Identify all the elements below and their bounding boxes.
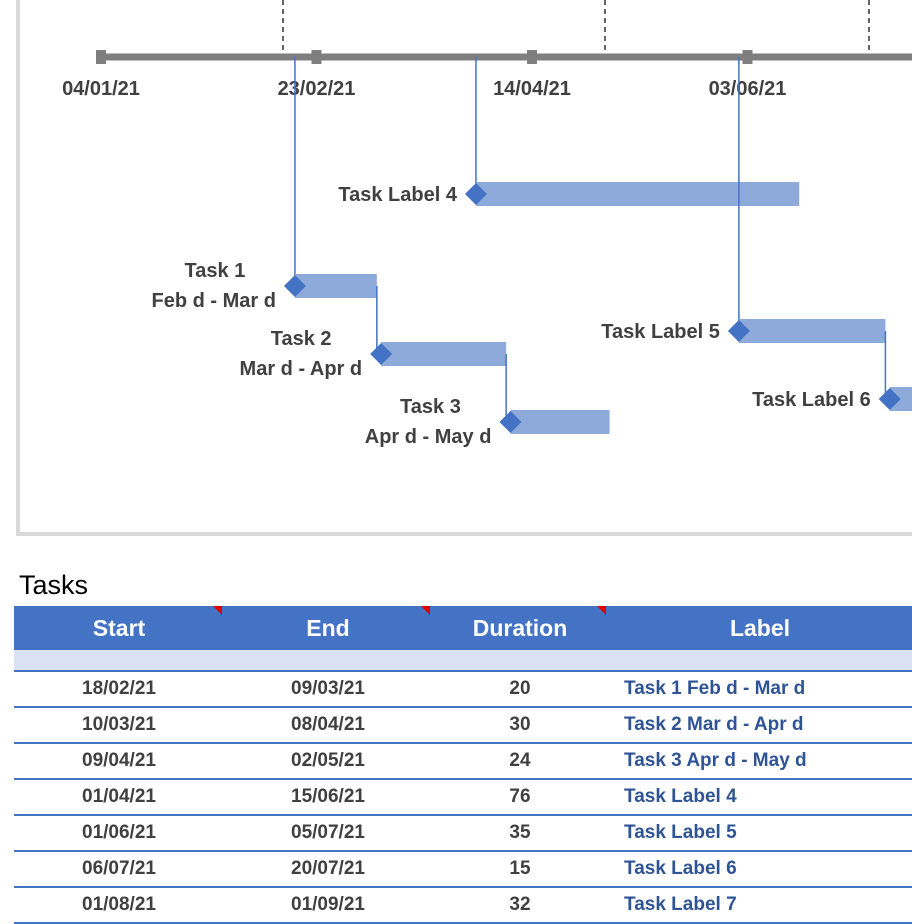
end-cell[interactable]: 09/03/21 bbox=[224, 671, 432, 708]
tasks-section-title: Tasks bbox=[19, 570, 89, 600]
table-row[interactable]: 01/06/21 05/07/21 35 Task Label 5 bbox=[14, 815, 912, 852]
task-label-dates: Mar d - Apr d bbox=[240, 358, 363, 380]
end-cell[interactable]: 15/06/21 bbox=[224, 779, 432, 816]
chart-frame bbox=[16, 0, 912, 536]
task-start-marker bbox=[283, 275, 306, 297]
header-label-text: Label bbox=[729, 614, 791, 641]
header-duration[interactable]: Duration bbox=[432, 606, 608, 650]
comment-indicator-icon[interactable] bbox=[597, 606, 606, 615]
task-bar bbox=[381, 342, 507, 366]
start-cell[interactable]: 01/06/21 bbox=[14, 815, 224, 852]
label-cell[interactable]: Task Label 4 bbox=[608, 779, 912, 816]
header-duration-label: Duration bbox=[472, 614, 568, 641]
duration-cell[interactable]: 20 bbox=[432, 671, 608, 708]
end-cell[interactable]: 02/05/21 bbox=[224, 743, 432, 780]
comment-indicator-icon[interactable] bbox=[421, 606, 430, 615]
header-end[interactable]: End bbox=[224, 606, 432, 650]
task-label-name: Task Label 6 bbox=[752, 389, 871, 411]
header-label[interactable]: Label bbox=[608, 606, 912, 650]
task-label-name: Task Label 4 bbox=[338, 184, 457, 206]
task-bar bbox=[475, 182, 800, 206]
header-end-label: End bbox=[306, 614, 350, 641]
task-label-name: Task 3 bbox=[400, 396, 461, 418]
label-cell[interactable]: Task 2 Mar d - Apr d bbox=[608, 707, 912, 744]
table-row[interactable]: 18/02/21 09/03/21 20 Task 1 Feb d - Mar … bbox=[14, 671, 912, 708]
task-label-dates: Apr d - May d bbox=[365, 426, 492, 448]
end-cell[interactable]: 05/07/21 bbox=[224, 815, 432, 852]
duration-cell[interactable]: 30 bbox=[432, 707, 608, 744]
axis-tick bbox=[96, 50, 106, 64]
duration-cell[interactable]: 15 bbox=[432, 851, 608, 888]
table-row[interactable]: 10/03/21 08/04/21 30 Task 2 Mar d - Apr … bbox=[14, 707, 912, 744]
start-cell[interactable]: 18/02/21 bbox=[14, 671, 224, 708]
task-label-name: Task 2 bbox=[271, 328, 332, 350]
table-row[interactable]: 06/07/21 20/07/21 15 Task Label 6 bbox=[14, 851, 912, 888]
table-row[interactable]: 01/04/21 15/06/21 76 Task Label 4 bbox=[14, 779, 912, 816]
end-cell[interactable]: 20/07/21 bbox=[224, 851, 432, 888]
duration-cell[interactable]: 24 bbox=[432, 743, 608, 780]
task-label-name: Task Label 5 bbox=[601, 321, 720, 343]
task-start-marker bbox=[878, 388, 901, 410]
label-cell[interactable]: Task 1 Feb d - Mar d bbox=[608, 671, 912, 708]
header-start-label: Start bbox=[92, 614, 146, 641]
axis-tick-label: 04/01/21 bbox=[62, 78, 140, 100]
label-cell[interactable]: Task 3 Apr d - May d bbox=[608, 743, 912, 780]
table-spacer-row bbox=[14, 650, 912, 672]
task-start-marker bbox=[370, 343, 393, 365]
end-cell[interactable]: 08/04/21 bbox=[224, 707, 432, 744]
label-cell[interactable]: Task Label 6 bbox=[608, 851, 912, 888]
header-start[interactable]: Start bbox=[14, 606, 224, 650]
start-cell[interactable]: 06/07/21 bbox=[14, 851, 224, 888]
task-start-marker bbox=[727, 320, 750, 342]
axis-tick-label: 23/02/21 bbox=[278, 78, 356, 100]
tasks-table: Start End Duration Label 18/02/21 09/03/… bbox=[14, 606, 912, 924]
table-row[interactable]: 09/04/21 02/05/21 24 Task 3 Apr d - May … bbox=[14, 743, 912, 780]
label-cell[interactable]: Task Label 5 bbox=[608, 815, 912, 852]
axis-tick-label: 03/06/21 bbox=[709, 78, 787, 100]
axis-tick bbox=[742, 50, 753, 64]
task-bar bbox=[738, 319, 886, 343]
table-header-row: Start End Duration Label bbox=[14, 606, 912, 650]
axis-tick-label: 14/04/21 bbox=[493, 78, 571, 100]
task-bar bbox=[294, 274, 377, 298]
task-label-dates: Feb d - Mar d bbox=[151, 290, 275, 312]
task-bar bbox=[510, 410, 610, 434]
task-start-marker bbox=[464, 183, 487, 205]
task-bar bbox=[889, 387, 912, 411]
start-cell[interactable]: 01/04/21 bbox=[14, 779, 224, 816]
duration-cell[interactable]: 35 bbox=[432, 815, 608, 852]
start-cell[interactable]: 10/03/21 bbox=[14, 707, 224, 744]
start-cell[interactable]: 09/04/21 bbox=[14, 743, 224, 780]
task-start-marker bbox=[499, 411, 522, 433]
task-label-name: Task 1 bbox=[185, 260, 246, 282]
axis-tick bbox=[527, 50, 537, 64]
axis-tick bbox=[311, 50, 322, 64]
comment-indicator-icon[interactable] bbox=[213, 606, 222, 615]
duration-cell[interactable]: 76 bbox=[432, 779, 608, 816]
